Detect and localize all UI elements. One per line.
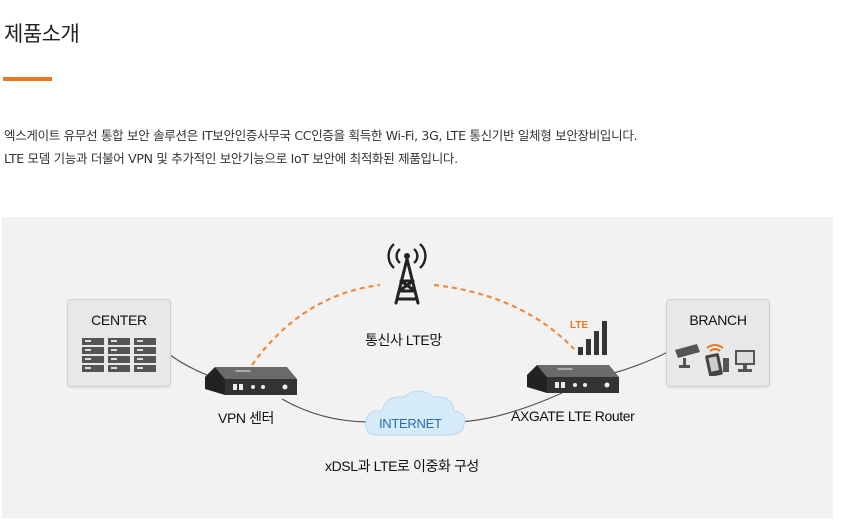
lte-signal-icon <box>578 321 607 355</box>
lte-badge: LTE <box>570 320 589 331</box>
mobile-device-icon <box>705 344 729 376</box>
lte-link-left <box>251 283 381 366</box>
internet-to-router-line <box>457 392 563 423</box>
lte-link-right <box>433 283 575 350</box>
diagram-graphics <box>169 243 671 436</box>
tower-label: 통신사 LTE망 <box>365 332 442 348</box>
center-to-vpn-line <box>169 354 208 376</box>
router-to-branch-line <box>613 350 671 374</box>
title-underline <box>3 77 52 81</box>
server-rack-icon <box>82 338 156 372</box>
center-label: CENTER <box>91 312 147 328</box>
description-line-2: LTE 모뎀 기능과 더불어 VPN 및 추가적인 보안기능으로 IoT 보안에… <box>4 151 458 166</box>
cctv-camera-icon <box>675 344 700 368</box>
description-line-1: 엑스게이트 유무선 통합 보안 솔루션은 IT보안인증사무국 CC인증을 획득한… <box>4 128 638 143</box>
internet-cloud-icon <box>365 390 466 436</box>
vpn-device-icon <box>205 367 297 395</box>
desktop-computer-icon <box>735 350 755 372</box>
network-diagram: CENTER BRANCH <box>2 217 833 518</box>
branch-box: BRANCH <box>666 299 770 387</box>
diagram-caption: xDSL과 LTE로 이중화 구성 <box>325 458 479 474</box>
page-title: 제품소개 <box>4 22 80 46</box>
cell-tower-icon <box>387 243 427 305</box>
branch-devices <box>675 344 755 376</box>
vpn-to-internet-line <box>281 398 371 423</box>
internet-label: INTERNET <box>379 416 442 431</box>
lte-router-icon <box>527 365 619 393</box>
branch-label: BRANCH <box>689 312 747 328</box>
product-description: 엑스게이트 유무선 통합 보안 솔루션은 IT보안인증사무국 CC인증을 획득한… <box>4 124 834 170</box>
vpn-center-label: VPN 센터 <box>218 410 275 426</box>
router-label: AXGATE LTE Router <box>511 408 635 424</box>
center-box: CENTER <box>67 299 171 387</box>
